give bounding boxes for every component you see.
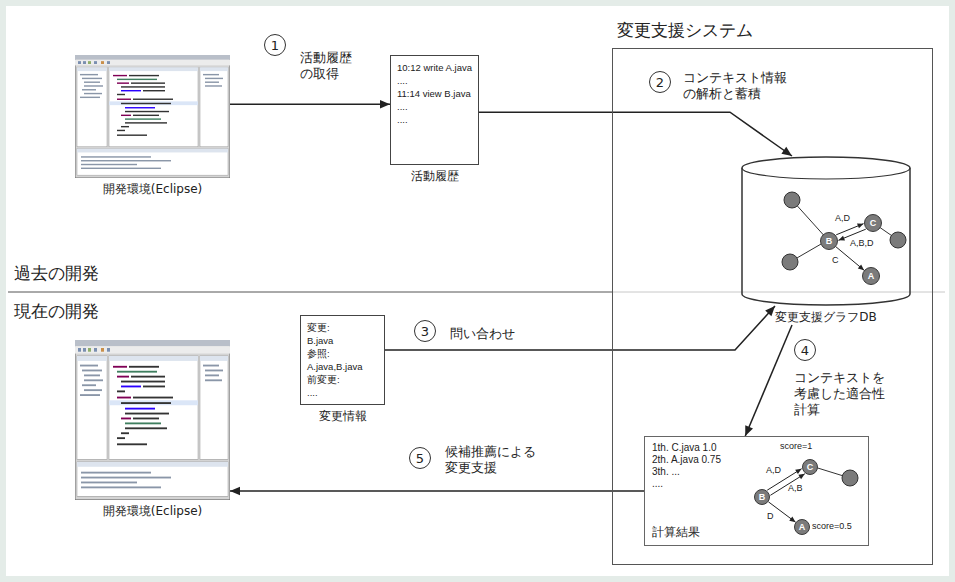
connector bbox=[836, 247, 864, 270]
arrowhead bbox=[745, 425, 753, 436]
callout-number: 2 bbox=[649, 71, 671, 93]
panel bbox=[6, 6, 949, 576]
node-letter: C bbox=[870, 218, 877, 228]
step-label: 問い合わせ bbox=[450, 326, 515, 342]
document-line: 前変更: bbox=[307, 373, 378, 386]
connector bbox=[230, 487, 644, 495]
node-letter: C bbox=[807, 462, 814, 472]
connector bbox=[230, 100, 390, 108]
graph-node: B bbox=[754, 489, 770, 505]
document-line: .... bbox=[307, 386, 378, 399]
connector-line bbox=[745, 325, 792, 436]
arrowhead bbox=[838, 236, 845, 241]
ide-window: 開発環境(Eclipse) bbox=[75, 55, 230, 197]
connector bbox=[385, 306, 775, 350]
system-boundary: 変更支援システム変更支援グラフDBBCA1th. C.java 1.02th. … bbox=[612, 48, 933, 565]
edge-tag: A,B bbox=[788, 483, 803, 494]
connector-line bbox=[836, 224, 863, 235]
graph-node: A bbox=[794, 519, 810, 535]
divider-line bbox=[8, 292, 612, 293]
document-line: A.java,B.java bbox=[307, 360, 378, 373]
callout-number: 1 bbox=[264, 34, 286, 56]
arrowhead bbox=[798, 474, 804, 479]
arrowhead bbox=[765, 306, 775, 316]
node-letter: B bbox=[759, 492, 766, 502]
score-label: score=0.5 bbox=[812, 520, 852, 532]
document-line: 11:14 view B.java bbox=[397, 87, 472, 100]
connector-line bbox=[836, 247, 864, 270]
document-line: B.java bbox=[307, 334, 378, 347]
node-letter: A bbox=[799, 522, 806, 532]
step-label: 候補推薦による変更支援 bbox=[445, 444, 539, 476]
ide-window: 開発環境(Eclipse) bbox=[75, 340, 230, 519]
graph-node: C bbox=[802, 459, 818, 475]
activity-log: 10:12 write A.java....11:14 view B.java.… bbox=[390, 55, 479, 184]
node-letter: A bbox=[868, 271, 875, 281]
caption: 開発環境(Eclipse) bbox=[75, 182, 230, 197]
document-line: .... bbox=[397, 100, 472, 113]
connector bbox=[479, 112, 792, 156]
ide-screenshot bbox=[75, 55, 230, 178]
ide-screenshot bbox=[75, 340, 230, 500]
phase-label: 過去の開発 bbox=[14, 262, 99, 284]
system-title: 変更支援システム bbox=[617, 19, 753, 41]
arrowhead bbox=[380, 100, 390, 108]
ranking-list: 1th. C.java 1.02th. A.java 0.753th. ....… bbox=[652, 442, 721, 490]
arrowhead bbox=[857, 223, 864, 228]
document-line: 変更: bbox=[307, 321, 378, 334]
connector bbox=[745, 325, 792, 436]
callout-number: 4 bbox=[794, 339, 816, 361]
phase-label: 現在の開発 bbox=[14, 300, 99, 322]
graph-node: B bbox=[820, 232, 838, 250]
callout-number: 3 bbox=[414, 320, 436, 342]
graph-node: A bbox=[862, 267, 880, 285]
connector-line bbox=[230, 103, 390, 105]
connector bbox=[770, 474, 804, 496]
document-line: .... bbox=[397, 74, 472, 87]
connector-line bbox=[230, 490, 644, 492]
node-letter: B bbox=[826, 236, 833, 246]
arrowhead bbox=[781, 147, 792, 156]
document-box: 変更:B.java参照:A.java,B.java前変更:.... bbox=[300, 315, 385, 405]
caption: 開発環境(Eclipse) bbox=[75, 504, 230, 519]
caption: 活動履歴 bbox=[390, 169, 479, 184]
cylinder bbox=[741, 156, 911, 306]
caption: 変更支援グラフDB bbox=[741, 310, 911, 325]
connector-line bbox=[770, 474, 804, 496]
document-line: 10:12 write A.java bbox=[397, 61, 472, 74]
graph-node: C bbox=[864, 214, 882, 232]
step-label: 活動履歴の取得 bbox=[300, 50, 353, 82]
document-box: 10:12 write A.java....11:14 view B.java.… bbox=[390, 55, 479, 165]
caption: 変更情報 bbox=[300, 409, 385, 424]
screen-area bbox=[75, 55, 230, 178]
connector-line bbox=[479, 112, 792, 156]
callout-number: 5 bbox=[409, 447, 431, 469]
connector bbox=[836, 223, 863, 234]
cylinder-outline bbox=[741, 156, 911, 306]
caption: 計算結果 bbox=[652, 525, 700, 540]
divider-line bbox=[612, 292, 945, 293]
arrowhead bbox=[230, 487, 240, 495]
document-line: 参照: bbox=[307, 347, 378, 360]
ranking-line: .... bbox=[652, 478, 721, 490]
edge-tag: A,B,D bbox=[850, 238, 874, 249]
ranking-line: 2th. A.java 0.75 bbox=[652, 454, 721, 466]
ranking-line: 1th. C.java 1.0 bbox=[652, 442, 721, 454]
ranking-line: 3th. ... bbox=[652, 466, 721, 478]
score-label: score=1 bbox=[780, 440, 812, 452]
step-label: コンテキストを考慮した適合性計算 bbox=[794, 370, 888, 418]
graph-database: 変更支援グラフDBBCA bbox=[741, 156, 911, 325]
edge-tag: C bbox=[832, 255, 839, 266]
connector-line bbox=[385, 306, 775, 350]
edge-tag: D bbox=[767, 511, 774, 522]
document-line: .... bbox=[397, 113, 472, 126]
edge-tag: A,D bbox=[766, 465, 781, 476]
step-label: コンテキスト情報の解析と蓄積 bbox=[683, 70, 790, 102]
screen-area bbox=[75, 340, 230, 500]
arrowhead bbox=[795, 469, 801, 474]
edge-tag: A,D bbox=[835, 213, 850, 224]
change-info: 変更:B.java参照:A.java,B.java前変更:.... 変更情報 bbox=[300, 315, 385, 424]
